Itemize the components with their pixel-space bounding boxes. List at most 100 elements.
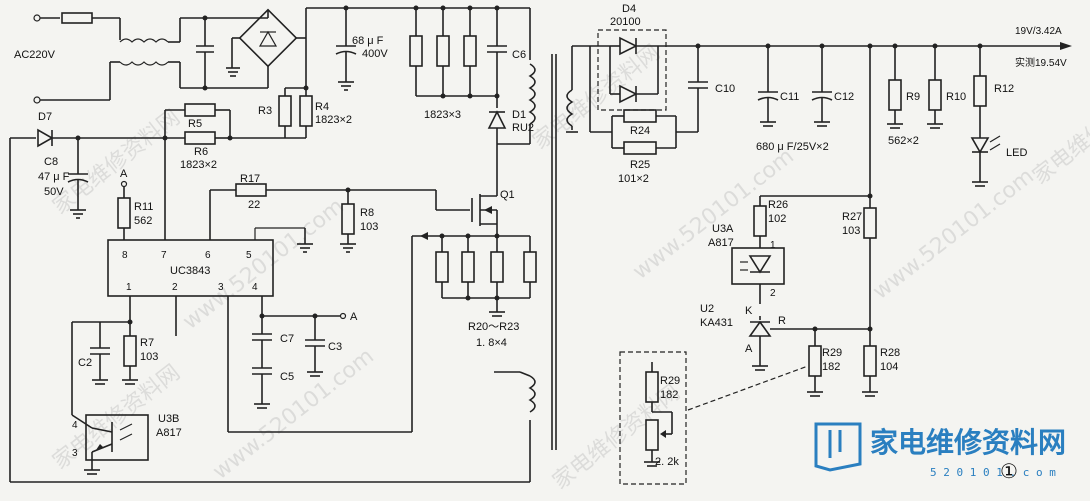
- d4-type: 20100: [610, 16, 641, 28]
- ac-input-label: AC220V: [14, 49, 56, 61]
- a-net-label: A: [350, 311, 358, 323]
- q1-label: Q1: [500, 189, 515, 201]
- r12-label: R12: [994, 83, 1014, 95]
- resistor-r26: [753, 205, 767, 237]
- transformer-primary: [528, 63, 536, 125]
- pin-label: 8: [122, 250, 128, 261]
- opto-u3b: 4 3 U3B A817: [71, 413, 182, 475]
- r20-23-label: R20～R23: [468, 321, 519, 333]
- r4-label: R4: [315, 101, 329, 113]
- r27-value: 103: [842, 225, 860, 237]
- r8-label: R8: [360, 207, 374, 219]
- u2-a-label: A: [745, 343, 753, 355]
- bridge-rectifier: [238, 8, 298, 68]
- u3a-type: A817: [708, 237, 734, 249]
- brand-url: 5 2 0 1 0 1 . c o m: [930, 466, 1056, 479]
- sense-resistor: [523, 251, 537, 283]
- r24-label: R24: [630, 125, 650, 137]
- r8-value: 103: [360, 221, 378, 233]
- c3-label: C3: [328, 341, 342, 353]
- brand-logo-icon: [814, 422, 862, 472]
- uc3843-ic: [107, 239, 274, 297]
- optocoupler-u3b: [85, 414, 149, 461]
- c12-label: C12: [834, 91, 854, 103]
- r7-value: 103: [140, 351, 158, 363]
- pin-label: 1: [126, 282, 132, 293]
- diode-d1: [487, 110, 507, 129]
- r5-label: R5: [188, 118, 202, 130]
- startup-section: D7 C8 47 μ F 50V R5 R6 1823×2: [9, 103, 531, 483]
- pin-label: 4: [252, 282, 258, 293]
- resistor-r17: [235, 183, 267, 197]
- watermark-text: www.520101.com: [208, 344, 379, 485]
- c8-label: C8: [44, 156, 58, 168]
- u2-k-label: K: [745, 305, 753, 317]
- r29-label: R29: [822, 347, 842, 359]
- c2-label: C2: [78, 357, 92, 369]
- r9-label: R9: [906, 91, 920, 103]
- watermark-text: www.520101.com: [868, 164, 1039, 305]
- d1-type: RU2: [512, 122, 534, 134]
- brand-watermark: 家电维修资料网 5 2 0 1 0 1 . c o m ①: [814, 422, 1066, 483]
- sense-resistor: [490, 251, 504, 283]
- snubber-resistor: [409, 35, 423, 67]
- resistor-r5: [184, 103, 216, 117]
- secondary-section: D4 20100 R24 R25 101×2 C10: [566, 3, 1072, 187]
- resistor-r12: [973, 75, 987, 107]
- c6-label: C6: [512, 49, 526, 61]
- r25-value: 101×2: [618, 173, 649, 185]
- r6-value: 1823×2: [180, 159, 217, 171]
- u2-type: KA431: [700, 317, 733, 329]
- r11-label: R11: [134, 201, 153, 213]
- output-measured: 实测19.54V: [1015, 56, 1067, 69]
- d4-label: D4: [622, 3, 636, 15]
- d1-label: D1: [512, 109, 526, 121]
- r11-value: 562: [134, 215, 152, 227]
- current-sense-section: R20～R23 1. 8×4: [435, 233, 537, 413]
- pin-label: 4: [72, 420, 78, 431]
- transformer-secondary: [566, 89, 574, 127]
- ic-label: UC3843: [170, 265, 210, 277]
- resistor-r4: [299, 95, 313, 127]
- r20-23-value: 1. 8×4: [476, 337, 507, 349]
- u2-r-label: R: [778, 315, 786, 327]
- resistor-r9: [888, 79, 902, 111]
- resistor-r29: [808, 345, 822, 377]
- feedback-section: R26 102 U3A A817 1 2 K U2 KA431 R A R27 …: [619, 46, 900, 485]
- led-icon: [970, 137, 990, 154]
- modification-pointer: [687, 365, 809, 411]
- r17-label: R17: [240, 173, 260, 185]
- resistor-r11: [117, 197, 131, 229]
- snubber-resistor: [463, 35, 477, 67]
- r4-value: 1823×2: [315, 114, 352, 126]
- sense-resistor: [435, 251, 449, 283]
- u3b-label: U3B: [158, 413, 179, 425]
- d7-label: D7: [38, 111, 52, 123]
- pin-label: 1: [770, 240, 776, 251]
- r25-label: R25: [630, 159, 650, 171]
- pot-value: 2. 2k: [655, 456, 679, 468]
- sense-resistor: [461, 251, 475, 283]
- r3-label: R3: [258, 105, 272, 117]
- pin-label: 3: [72, 448, 78, 459]
- u3a-label: U3A: [712, 223, 734, 235]
- r29b-value: 182: [660, 389, 678, 401]
- c7-label: C7: [280, 333, 294, 345]
- r6-label: R6: [194, 146, 208, 158]
- brand-name: 家电维修资料网: [870, 426, 1066, 459]
- led-label: LED: [1006, 147, 1027, 159]
- c8-voltage: 50V: [44, 186, 64, 198]
- pin-label: 2: [172, 282, 178, 293]
- resistor-r6: [184, 131, 216, 145]
- r26-value: 102: [768, 213, 786, 225]
- c8-value: 47 μ F: [38, 171, 70, 183]
- c11-value: 680 μ F/25V×2: [756, 141, 829, 153]
- bridge-diode-icon: [258, 30, 278, 47]
- diode-d7: [37, 128, 54, 148]
- resistor-r24: [623, 109, 657, 123]
- auxiliary-winding: [528, 375, 536, 413]
- r29-value: 182: [822, 361, 840, 373]
- resistor-r7: [123, 335, 137, 367]
- watermark-text: 家电维修: [1028, 116, 1090, 190]
